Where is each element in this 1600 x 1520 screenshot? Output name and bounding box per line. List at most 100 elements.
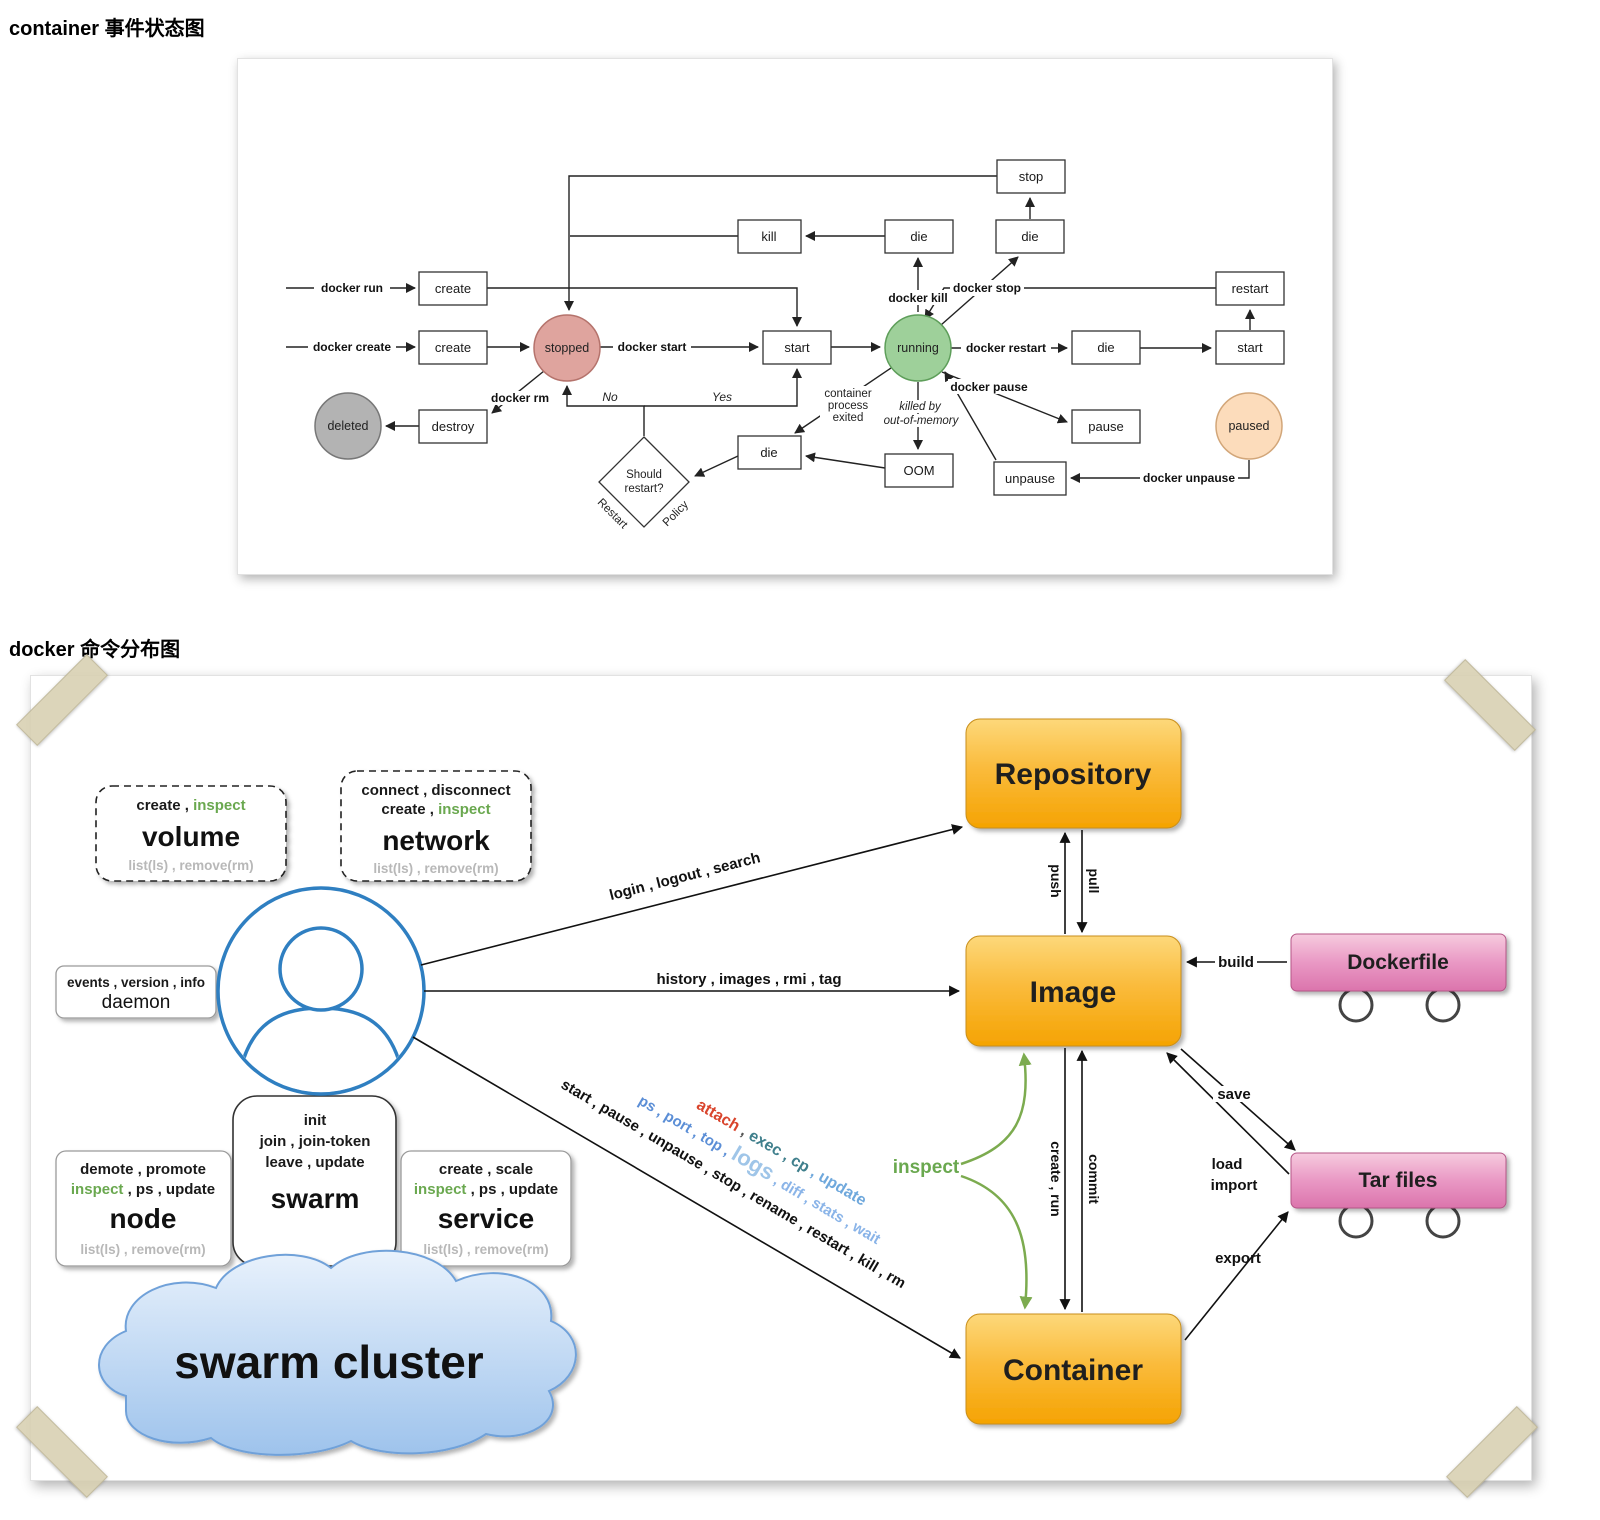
arrow-create-to-start bbox=[487, 287, 802, 327]
box-unpause bbox=[993, 461, 1067, 496]
label-load: load bbox=[1212, 1156, 1243, 1173]
arrow-docker-unpause bbox=[1070, 460, 1250, 483]
label-docker-restart: docker restart bbox=[966, 341, 1046, 355]
diamond-text-2: restart? bbox=[625, 483, 664, 495]
service-name: service bbox=[438, 1203, 535, 1234]
volume-cmd-inspect: inspect bbox=[193, 797, 246, 814]
container-box bbox=[965, 1313, 1182, 1425]
box-die-bottom-label: die bbox=[760, 445, 777, 460]
group-volume: create , inspect volume list(ls) , remov… bbox=[95, 785, 287, 882]
heading-state-diagram: container 事件状态图 bbox=[9, 18, 205, 40]
command-labels: login , logout , search history , images… bbox=[558, 849, 1261, 1292]
box-oom-label: OOM bbox=[903, 463, 934, 478]
group-network: connect , disconnect create , inspect ne… bbox=[340, 770, 532, 882]
label-history: history , images , rmi , tag bbox=[656, 971, 841, 988]
box-die-top-label: die bbox=[910, 229, 927, 244]
label-docker-kill: docker kill bbox=[888, 291, 947, 305]
box-create bbox=[418, 330, 488, 365]
arrow-inspect-image bbox=[960, 1052, 1032, 1166]
service-cmd-create: create , scale bbox=[439, 1161, 533, 1178]
state-diagram-svg: stop kill die die create restart create … bbox=[286, 159, 1285, 532]
label-query-cmds: ps , port , top , logs , diff , stats , … bbox=[635, 1086, 887, 1249]
box-create-run-label: create bbox=[435, 281, 471, 296]
diamond-text-1: Should bbox=[626, 469, 662, 481]
label-docker-create: docker create bbox=[313, 340, 391, 354]
box-start-right bbox=[1215, 330, 1285, 365]
swarm-cluster-cloud: swarm cluster bbox=[98, 1249, 577, 1456]
diamond-shape bbox=[598, 436, 690, 528]
svg-text:inspect , ps , update: inspect , ps , update bbox=[71, 1181, 215, 1198]
label-build: build bbox=[1218, 954, 1254, 971]
box-unpause-label: unpause bbox=[1005, 471, 1055, 486]
state-paused bbox=[1215, 392, 1283, 460]
label-out-of-memory: out-of-memory bbox=[884, 415, 960, 427]
service-list: list(ls) , remove(rm) bbox=[423, 1242, 548, 1257]
state-stopped-label: stopped bbox=[545, 341, 590, 355]
entity-repository: Repository bbox=[965, 718, 1182, 829]
label-commit: commit bbox=[1086, 1154, 1102, 1204]
box-start-right-label: start bbox=[1237, 340, 1263, 355]
box-create-label: create bbox=[435, 340, 471, 355]
tarfiles-box bbox=[1290, 1152, 1507, 1209]
group-volume-box bbox=[95, 785, 287, 882]
label-docker-run: docker run bbox=[321, 281, 383, 295]
swarm-cluster-label: swarm cluster bbox=[174, 1336, 483, 1388]
repository-label: Repository bbox=[995, 758, 1152, 791]
group-daemon-box bbox=[55, 965, 217, 1019]
repository-box bbox=[965, 718, 1182, 829]
entity-container: Container bbox=[965, 1313, 1182, 1425]
volume-cmd-create: create , bbox=[136, 797, 193, 814]
dockerfile-wheel-left bbox=[1338, 987, 1374, 1023]
box-destroy-label: destroy bbox=[432, 419, 475, 434]
command-arrows bbox=[412, 824, 1296, 1359]
network-cmd-connect: connect , disconnect bbox=[361, 782, 510, 799]
service-cmd-inspect: inspect bbox=[414, 1181, 467, 1198]
network-cmd-create: create , bbox=[381, 801, 438, 818]
tarfiles-label: Tar files bbox=[1359, 1169, 1438, 1192]
label-process-3: exited bbox=[833, 412, 864, 424]
state-running-label: running bbox=[897, 341, 939, 355]
node-name: node bbox=[110, 1203, 177, 1234]
group-node: demote , promote inspect , ps , update n… bbox=[55, 1150, 232, 1267]
arrow-die-to-diamond bbox=[694, 455, 739, 477]
user-icon bbox=[216, 886, 426, 1096]
swarm-cmd-join: join , join-token bbox=[259, 1133, 371, 1150]
label-pull: pull bbox=[1086, 869, 1102, 894]
box-die-top2-label: die bbox=[1021, 229, 1038, 244]
command-diagram-svg: create , inspect volume list(ls) , remov… bbox=[55, 718, 1507, 1456]
box-start-mid-label: start bbox=[784, 340, 810, 355]
state-diagram-card: stop kill die die create restart create … bbox=[237, 58, 1333, 575]
cloud-shape bbox=[98, 1249, 577, 1456]
arrow-stop-to-stopped bbox=[564, 175, 997, 311]
box-die-top2 bbox=[995, 219, 1065, 254]
group-node-box bbox=[55, 1150, 232, 1267]
box-die-bottom bbox=[737, 435, 802, 470]
label-docker-start: docker start bbox=[618, 340, 687, 354]
daemon-cmds: events , version , info bbox=[67, 975, 205, 990]
label-inspect: inspect bbox=[893, 1157, 960, 1178]
box-restart bbox=[1215, 271, 1285, 306]
daemon-name: daemon bbox=[102, 992, 171, 1013]
event-boxes: stop kill die die create restart create … bbox=[418, 159, 1285, 496]
svg-text:create , inspect: create , inspect bbox=[381, 801, 490, 818]
label-create-run: create , run bbox=[1048, 1141, 1064, 1216]
label-lifecycle: start , pause , unpause , stop , rename … bbox=[558, 1076, 909, 1292]
label-docker-unpause: docker unpause bbox=[1143, 471, 1235, 485]
label-docker-rm: docker rm bbox=[491, 391, 549, 405]
volume-name: volume bbox=[142, 821, 240, 852]
tarfiles-wheel-left bbox=[1338, 1203, 1374, 1239]
box-die-top bbox=[884, 219, 954, 254]
svg-text:create , inspect: create , inspect bbox=[136, 797, 245, 814]
label-push: push bbox=[1048, 864, 1064, 897]
tarfiles-wheel-right bbox=[1425, 1203, 1461, 1239]
image-label: Image bbox=[1030, 976, 1117, 1009]
box-die-right bbox=[1071, 330, 1141, 365]
dockerfile-label: Dockerfile bbox=[1347, 951, 1449, 974]
arrow-load-import bbox=[1166, 1052, 1290, 1175]
dockerfile-wheel-right bbox=[1425, 987, 1461, 1023]
arrow-no-to-stopped bbox=[562, 385, 645, 436]
box-pause bbox=[1071, 409, 1141, 444]
state-deleted-label: deleted bbox=[327, 419, 368, 433]
user-head bbox=[278, 926, 364, 1012]
group-swarm: init join , join-token leave , update sw… bbox=[232, 1095, 397, 1267]
